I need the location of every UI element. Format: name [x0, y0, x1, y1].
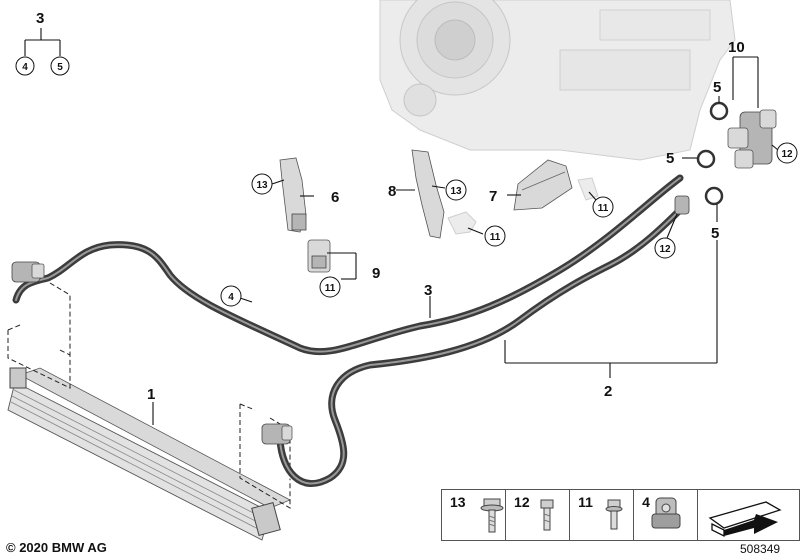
legend-cell: 13 [442, 490, 507, 540]
callout-number: 5 [711, 225, 719, 242]
hose-clip-icon [651, 497, 681, 529]
legend-cell-number: 11 [578, 494, 593, 510]
callout-number: 13 [256, 180, 268, 191]
lower-hose-fitting [261, 423, 293, 445]
callout-number: 12 [781, 149, 793, 160]
legend-cell [698, 490, 799, 540]
callout-number: 11 [325, 283, 336, 294]
legend-child-number: 4 [22, 62, 28, 73]
oil-cooler-line-2 [276, 201, 689, 487]
callout-number: 8 [388, 183, 396, 200]
legend-cell: 12 [506, 490, 571, 540]
legend-cell: 11 [570, 490, 635, 540]
bracket-7 [513, 159, 573, 211]
seal-ring [696, 149, 716, 169]
legend-tree: 3 4 5 [15, 10, 70, 76]
callout-number: 11 [598, 203, 609, 214]
callout-number: 1 [147, 386, 155, 403]
callout-number: 2 [604, 383, 612, 400]
legend-child-number: 5 [57, 62, 63, 73]
legend-cell-number: 12 [514, 494, 530, 510]
circled-callouts: 4 13 13 11 11 11 12 12 [220, 142, 798, 307]
callout-number: 12 [659, 244, 671, 255]
callout-number: 9 [372, 265, 380, 282]
oil-cooler [7, 367, 291, 541]
reference-number: 508349 [740, 542, 781, 556]
callout-number: 10 [728, 39, 745, 56]
callout-number: 4 [228, 292, 234, 303]
leader-lines [152, 56, 779, 425]
hex-bolt-icon [540, 499, 554, 531]
callout-number: 7 [489, 188, 497, 205]
bracket-8 [411, 149, 445, 239]
transmission-connection-block [727, 109, 777, 169]
callout-number: 5 [713, 79, 721, 96]
hose-fitting-12 [674, 195, 690, 215]
left-hose-fitting [11, 261, 45, 283]
callout-number: 6 [331, 189, 339, 206]
dashed-connection-left [7, 330, 71, 389]
callout-number: 13 [450, 186, 462, 197]
clip-9 [307, 239, 331, 273]
callout-number: 3 [424, 282, 432, 299]
seal-ring [709, 101, 729, 121]
legend-cell-number: 4 [642, 494, 650, 510]
callout-number: 5 [666, 150, 674, 167]
dashed-connection-right [239, 404, 291, 509]
transmission-ghost [379, 0, 736, 161]
arrow-badge-icon [708, 501, 782, 538]
legend-cell: 4 [634, 490, 699, 540]
seal-ring [704, 186, 724, 206]
legend-cell-number: 13 [450, 494, 466, 510]
parts-legend-table: 13 12 11 4 [441, 489, 800, 541]
oil-cooler-line-4 [12, 174, 684, 356]
bracket-6 [279, 157, 307, 233]
flange-bolt-icon [480, 498, 504, 533]
copyright-text: © 2020 BMW AG [6, 540, 107, 555]
screw-icon [605, 499, 623, 530]
legend-parent-number: 3 [36, 10, 44, 27]
callout-number: 11 [490, 232, 501, 243]
